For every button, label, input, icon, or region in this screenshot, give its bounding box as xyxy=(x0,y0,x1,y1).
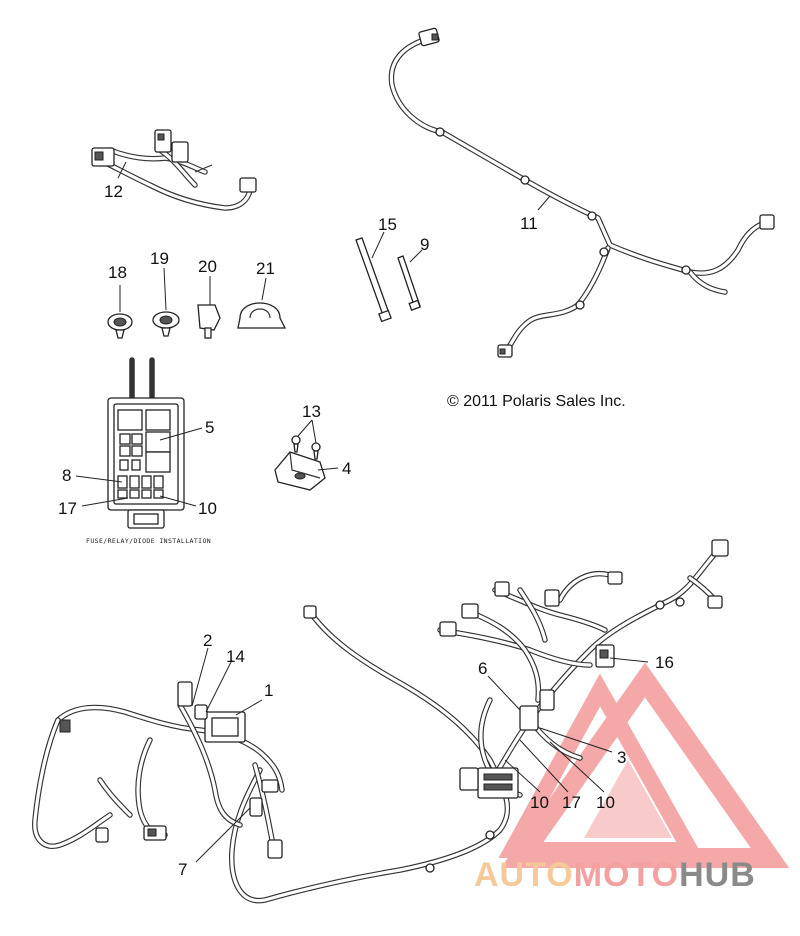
callout-19: 19 xyxy=(150,249,169,268)
callout-6: 6 xyxy=(478,659,487,678)
callout-16: 16 xyxy=(655,653,674,672)
copyright-notice: © 2011 Polaris Sales Inc. xyxy=(447,393,626,410)
callout-3: 3 xyxy=(617,748,626,767)
watermark-hub: HUB xyxy=(679,856,756,894)
front-harness xyxy=(437,539,729,799)
fuse-relay-box xyxy=(107,357,185,529)
callout-13: 13 xyxy=(302,402,321,421)
watermark-moto: MOTO xyxy=(574,856,679,894)
cable-tie-15 xyxy=(355,237,392,323)
clamp-21 xyxy=(237,302,287,329)
screws-13 xyxy=(291,435,321,460)
clip-19 xyxy=(152,311,180,337)
main-harness xyxy=(32,605,511,904)
leader-lines xyxy=(75,161,649,863)
watermark-logo-triangle xyxy=(498,662,790,868)
callout-11: 11 xyxy=(520,214,538,233)
callout-21: 21 xyxy=(256,259,275,278)
callout-14: 14 xyxy=(226,647,245,666)
bracket-4 xyxy=(274,451,326,491)
watermark-text: AUTOMOTOHUB xyxy=(474,856,756,894)
callout-10-right: 10 xyxy=(596,793,615,812)
callout-17-fusebox: 17 xyxy=(58,499,77,518)
callout-labels: 12 15 9 11 18 19 20 21 5 8 17 10 13 4 2 … xyxy=(58,182,674,879)
callout-1: 1 xyxy=(264,681,273,700)
callout-10-left: 10 xyxy=(530,793,549,812)
callout-20: 20 xyxy=(198,257,217,276)
watermark-auto: AUTO xyxy=(474,856,574,894)
harness-11 xyxy=(388,27,775,358)
clip-18 xyxy=(107,313,133,339)
cable-tie-9 xyxy=(397,255,421,311)
callout-15: 15 xyxy=(378,215,397,234)
callout-2: 2 xyxy=(203,631,212,650)
callout-10-fusebox: 10 xyxy=(198,499,217,518)
callout-4: 4 xyxy=(342,459,351,478)
callout-12: 12 xyxy=(104,182,123,201)
bracket-20 xyxy=(197,304,221,339)
callout-17-front: 17 xyxy=(562,793,581,812)
callout-5: 5 xyxy=(205,418,214,437)
callout-9: 9 xyxy=(420,235,429,254)
fuse-installation-caption: FUSE/RELAY/DIODE INSTALLATION xyxy=(86,537,211,545)
callout-18: 18 xyxy=(108,263,127,282)
callout-7: 7 xyxy=(178,860,187,879)
svg-text:AUTOMOTOHUB: AUTOMOTOHUB xyxy=(474,856,756,894)
callout-8: 8 xyxy=(62,466,71,485)
harness-12 xyxy=(91,129,257,211)
